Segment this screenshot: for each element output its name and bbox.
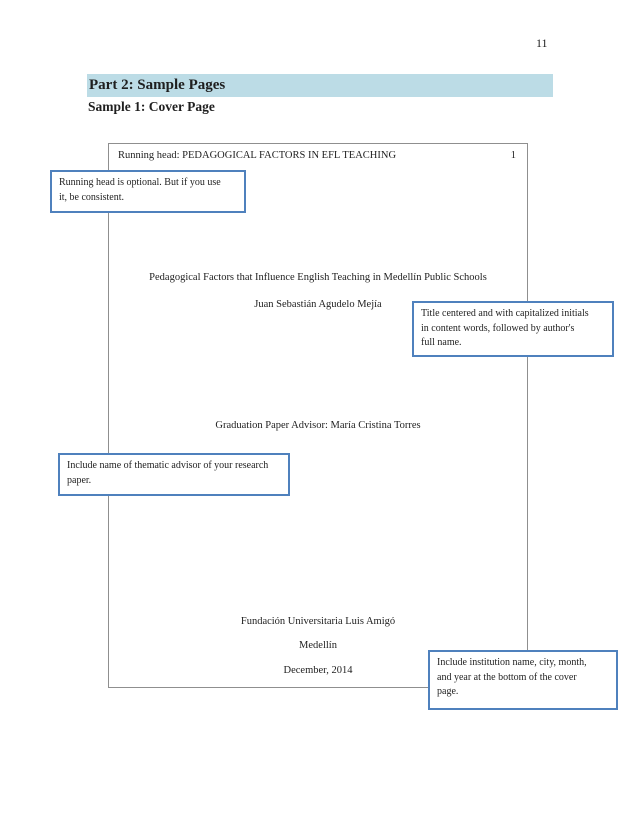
section-heading: Part 2: Sample Pages — [87, 74, 553, 97]
sample-cover-page-frame: Running head: PEDAGOGICAL FACTORS IN EFL… — [108, 143, 528, 688]
running-head-row: Running head: PEDAGOGICAL FACTORS IN EFL… — [118, 150, 516, 161]
cover-advisor-line: Graduation Paper Advisor: María Cristina… — [215, 420, 421, 431]
callout-title-note: Title centered and with capitalized init… — [412, 301, 614, 357]
cover-page-number: 1 — [510, 150, 516, 161]
callout-institution-note: Include institution name, city, month, a… — [428, 650, 618, 710]
subsection-heading: Sample 1: Cover Page — [88, 99, 215, 114]
running-head-text: Running head: PEDAGOGICAL FACTORS IN EFL… — [118, 150, 397, 161]
cover-title: Pedagogical Factors that Influence Engli… — [149, 272, 487, 283]
cover-institution: Fundación Universitaria Luis Amigó — [240, 616, 396, 627]
callout-advisor-note: Include name of thematic advisor of your… — [58, 453, 290, 496]
cover-author: Juan Sebastián Agudelo Mejía — [254, 299, 382, 310]
callout-running-head-note: Running head is optional. But if you use… — [50, 170, 246, 213]
cover-date: December, 2014 — [283, 665, 353, 676]
document-page-number: 11 — [536, 36, 548, 50]
cover-city: Medellín — [299, 640, 337, 651]
